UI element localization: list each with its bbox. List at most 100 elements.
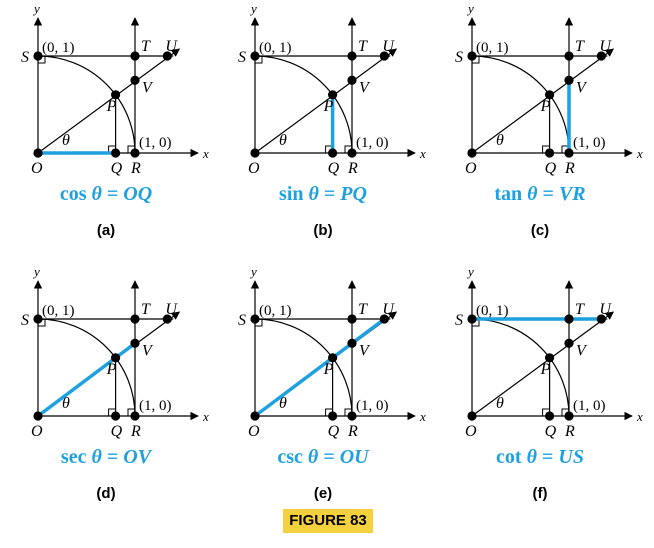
label-point-1-0: (1, 0)	[139, 135, 172, 151]
label-U: U	[599, 301, 612, 318]
label-R: R	[347, 423, 358, 440]
formula-segment: OQ	[123, 183, 152, 205]
right-angle-mark-Q	[325, 408, 333, 416]
point-V	[347, 338, 357, 348]
label-U: U	[382, 301, 395, 318]
formula-segment: OV	[123, 446, 152, 468]
label-x-axis: x	[636, 146, 643, 161]
label-x-axis: x	[419, 146, 426, 161]
point-S	[33, 314, 43, 324]
unit-circle-arc	[254, 318, 353, 417]
terminal-ray	[471, 311, 615, 417]
label-S: S	[238, 49, 246, 66]
label-theta: θ	[279, 132, 287, 149]
figure-caption: FIGURE 83	[289, 512, 367, 529]
label-point-0-1: (0, 1)	[476, 40, 509, 56]
label-V: V	[142, 79, 154, 96]
unit-circle-arc	[471, 318, 570, 417]
point-P	[545, 90, 555, 100]
point-O	[467, 411, 477, 421]
label-y-axis: y	[249, 264, 257, 279]
label-O: O	[465, 160, 477, 177]
formula-csc: csc θ = OU	[277, 446, 370, 468]
terminal-ray	[254, 48, 398, 154]
label-x-axis: x	[202, 409, 209, 424]
formula-variable: θ	[308, 446, 319, 468]
unit-circle-arc	[254, 55, 353, 154]
formula-function: sin	[279, 183, 308, 205]
point-Q	[111, 148, 121, 158]
label-P: P	[540, 361, 551, 378]
label-x-axis: x	[419, 409, 426, 424]
formula-equals: =	[102, 446, 123, 468]
terminal-ray	[471, 48, 615, 154]
point-V	[564, 75, 574, 85]
unit-circle-arc	[37, 318, 136, 417]
point-U	[379, 51, 389, 61]
formula-segment: PQ	[339, 183, 367, 205]
label-Q: Q	[545, 423, 557, 440]
point-Q	[328, 148, 338, 158]
label-theta: θ	[62, 132, 70, 149]
formula-equals: =	[537, 446, 558, 468]
label-R: R	[130, 423, 141, 440]
point-R	[564, 148, 574, 158]
right-angle-mark-Q	[108, 145, 116, 153]
panel-sublabel: (a)	[97, 222, 115, 239]
right-angle-mark-S	[472, 319, 480, 327]
panel-sublabel: (d)	[96, 485, 115, 502]
point-V	[130, 75, 140, 85]
label-V: V	[576, 342, 588, 359]
label-point-1-0: (1, 0)	[139, 398, 172, 414]
panel-sublabel: (f)	[533, 485, 548, 502]
formula-variable: θ	[527, 446, 538, 468]
point-S	[250, 314, 260, 324]
right-angle-mark-Q	[542, 408, 550, 416]
label-V: V	[576, 79, 588, 96]
label-R: R	[564, 423, 575, 440]
label-point-0-1: (0, 1)	[259, 303, 292, 319]
point-T	[347, 314, 357, 324]
label-S: S	[21, 312, 29, 329]
point-P	[328, 353, 338, 363]
point-U	[379, 314, 389, 324]
label-U: U	[599, 38, 612, 55]
point-O	[467, 148, 477, 158]
label-point-0-1: (0, 1)	[476, 303, 509, 319]
point-R	[564, 411, 574, 421]
point-Q	[328, 411, 338, 421]
label-O: O	[31, 423, 43, 440]
label-Q: Q	[328, 423, 340, 440]
formula-variable: θ	[309, 183, 320, 205]
point-T	[564, 314, 574, 324]
point-P	[328, 90, 338, 100]
formula-tan: tan θ = VR	[494, 183, 585, 205]
highlight-segment-OU	[253, 317, 387, 418]
label-point-0-1: (0, 1)	[42, 40, 75, 56]
label-U: U	[165, 38, 178, 55]
label-U: U	[165, 301, 178, 318]
label-theta: θ	[279, 395, 287, 412]
point-O	[33, 148, 43, 158]
right-angle-mark-S	[472, 56, 480, 64]
label-P: P	[106, 361, 117, 378]
highlight-segment-OV	[36, 341, 137, 418]
formula-segment: VR	[559, 183, 586, 205]
unit-circle-arc	[37, 55, 136, 154]
label-O: O	[31, 160, 43, 177]
label-V: V	[142, 342, 154, 359]
label-T: T	[575, 38, 585, 55]
right-angle-mark-R	[561, 145, 569, 153]
formula-function: cot	[496, 446, 527, 468]
label-R: R	[130, 160, 141, 177]
label-point-1-0: (1, 0)	[573, 135, 606, 151]
right-angle-mark-S	[38, 56, 46, 64]
formula-variable: θ	[91, 446, 102, 468]
label-y-axis: y	[466, 264, 474, 279]
